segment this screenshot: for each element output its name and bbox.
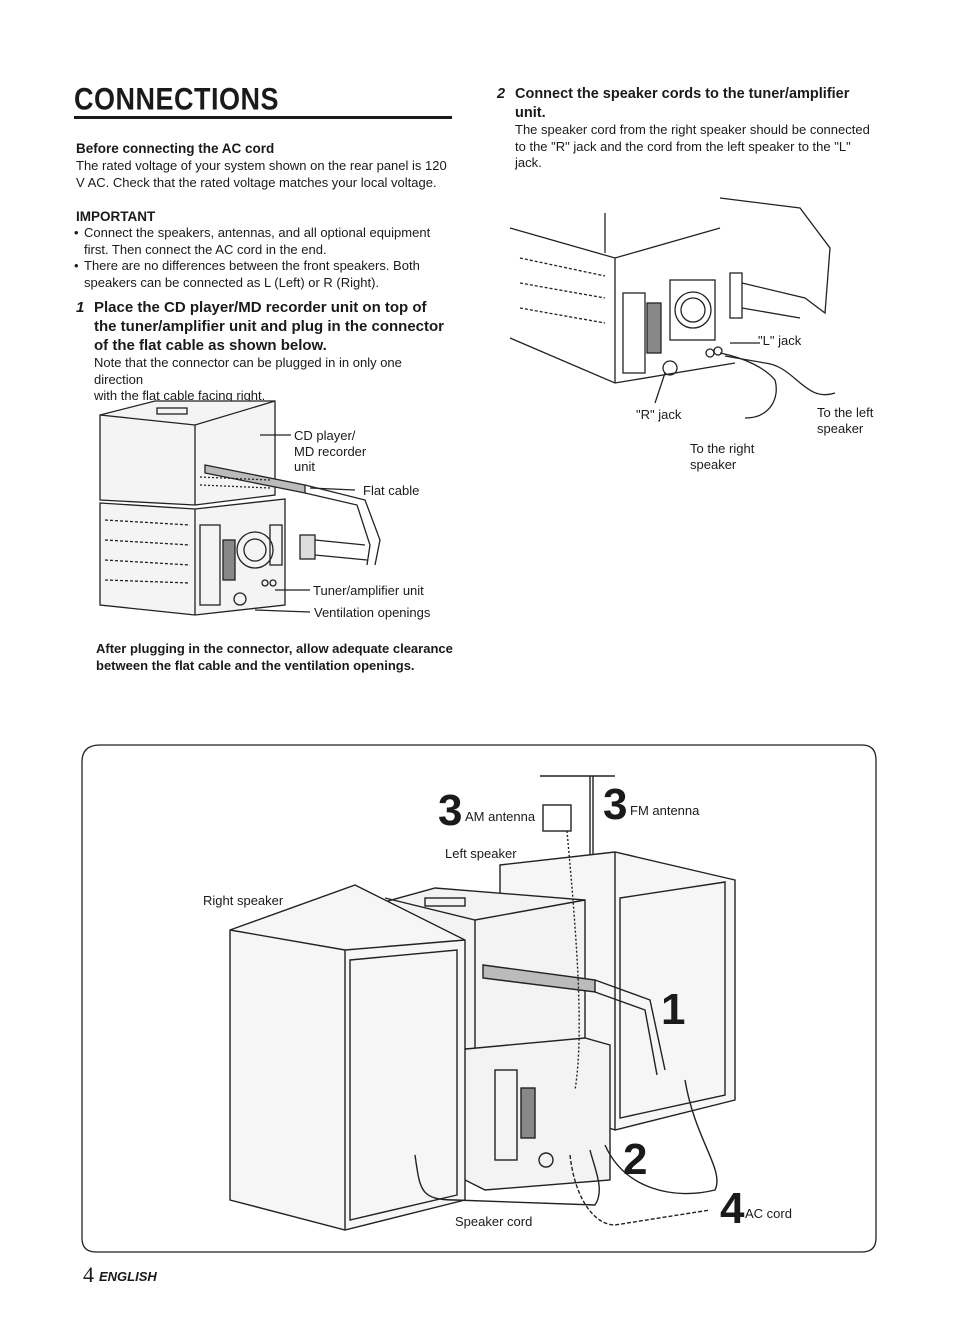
page-language: ENGLISH xyxy=(99,1269,157,1284)
stack-illustration xyxy=(99,400,381,616)
rear-jacks-illustration xyxy=(509,197,836,419)
important-heading: IMPORTANT xyxy=(76,209,156,224)
am-antenna-label: AM antenna xyxy=(465,809,536,824)
ac-cord-label: AC cord xyxy=(745,1206,792,1221)
step2-number: 2 xyxy=(497,86,506,102)
fig1-flat-cable-label: Flat cable xyxy=(363,483,420,498)
overview-illustration xyxy=(229,775,736,1231)
am-step-number: 3 xyxy=(438,786,463,835)
speaker-cord-label: Speaker cord xyxy=(455,1214,533,1229)
fig1-ventilation-label: Ventilation openings xyxy=(314,605,431,620)
step2-desc: The speaker cord from the right speaker … xyxy=(515,122,870,170)
step2-heading: 2 Connect the speaker cords to the tuner… xyxy=(497,86,850,121)
title-rule xyxy=(74,116,452,119)
ac-step-number: 4 xyxy=(720,1184,745,1233)
before-ac-heading: Before connecting the AC cord xyxy=(76,141,275,156)
important-item: Connect the speakers, antennas, and all … xyxy=(74,225,452,258)
fm-antenna-label: FM antenna xyxy=(630,803,700,818)
page-number: 4 xyxy=(83,1262,94,1287)
step1-heading: 1 Place the CD player/MD recorder unit o… xyxy=(76,299,445,354)
step1-note: Note that the connector can be plugged i… xyxy=(94,355,402,403)
before-ac-text: The rated voltage of your system shown o… xyxy=(76,158,447,190)
fm-step-number: 3 xyxy=(603,780,628,829)
fig1-tuner-label: Tuner/amplifier unit xyxy=(313,583,424,598)
caution-text: After plugging in the connector, allow a… xyxy=(96,641,453,673)
fig2-r-jack-label: "R" jack xyxy=(636,407,682,422)
important-list: Connect the speakers, antennas, and all … xyxy=(74,225,452,291)
page-title: CONNECTIONS xyxy=(74,82,280,117)
important-item: There are no differences between the fro… xyxy=(74,258,452,291)
right-speaker-label: Right speaker xyxy=(203,893,284,908)
fig2-l-jack-label: "L" jack xyxy=(758,333,802,348)
callout-2: 2 xyxy=(623,1135,648,1184)
callout-1: 1 xyxy=(661,985,686,1034)
step1-number: 1 xyxy=(76,299,85,316)
left-speaker-label: Left speaker xyxy=(445,846,517,861)
